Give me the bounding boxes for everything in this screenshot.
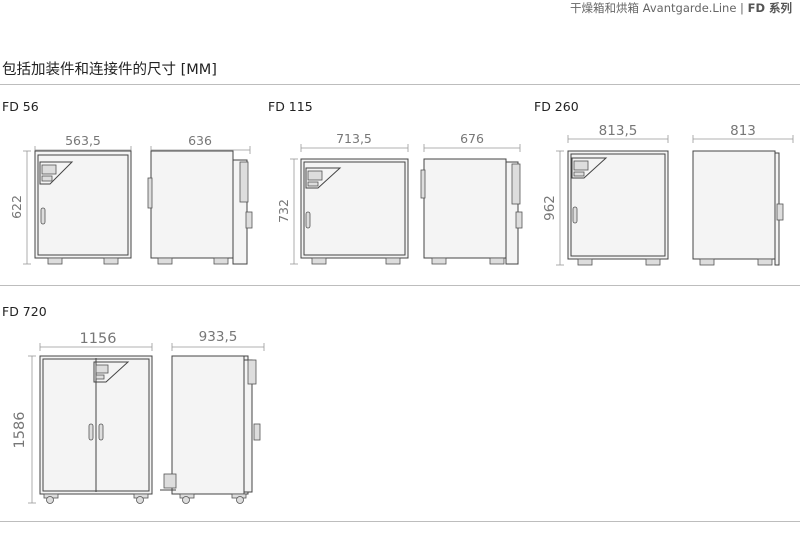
drawing-fd56-front: [23, 146, 132, 265]
series-text: FD 系列: [747, 1, 792, 15]
drawing-fd260-side: [692, 135, 794, 266]
drawing-fd260-front: [556, 135, 669, 266]
fd720-width-label: 1156: [80, 331, 117, 347]
fd720-depth-label: 933,5: [199, 329, 238, 345]
header-line: 干燥箱和烘箱 Avantgarde.Line | FD 系列: [570, 0, 792, 16]
fd56-height-label: 622: [9, 195, 24, 219]
fd115-depth-label: 676: [460, 131, 484, 146]
product-line-text: 干燥箱和烘箱 Avantgarde.Line: [570, 1, 737, 15]
drawing-fd720-side: [160, 343, 265, 504]
divider-bottom: [0, 521, 800, 522]
drawing-fd720-front: [28, 343, 153, 504]
drawing-fd56-side: [147, 146, 253, 265]
fd56-width-label: 563,5: [65, 133, 101, 148]
model-label-fd56: FD 56: [2, 99, 39, 114]
drawing-fd115-front: [290, 144, 409, 265]
fd260-width-label: 813,5: [599, 123, 638, 139]
drawing-fd115-side: [420, 144, 523, 265]
header-separator: |: [736, 1, 748, 15]
fd260-depth-label: 813: [730, 123, 756, 139]
model-label-fd720: FD 720: [2, 304, 47, 319]
fd115-height-label: 732: [276, 199, 291, 223]
fd115-width-label: 713,5: [336, 131, 372, 146]
fd260-height-label: 962: [542, 195, 558, 221]
model-label-fd260: FD 260: [534, 99, 579, 114]
model-label-fd115: FD 115: [268, 99, 313, 114]
fd720-height-label: 1586: [12, 412, 28, 449]
divider-middle: [0, 285, 800, 286]
fd56-depth-label: 636: [188, 133, 212, 148]
divider-top: [0, 84, 800, 85]
section-title: 包括加装件和连接件的尺寸 [MM]: [2, 62, 217, 78]
